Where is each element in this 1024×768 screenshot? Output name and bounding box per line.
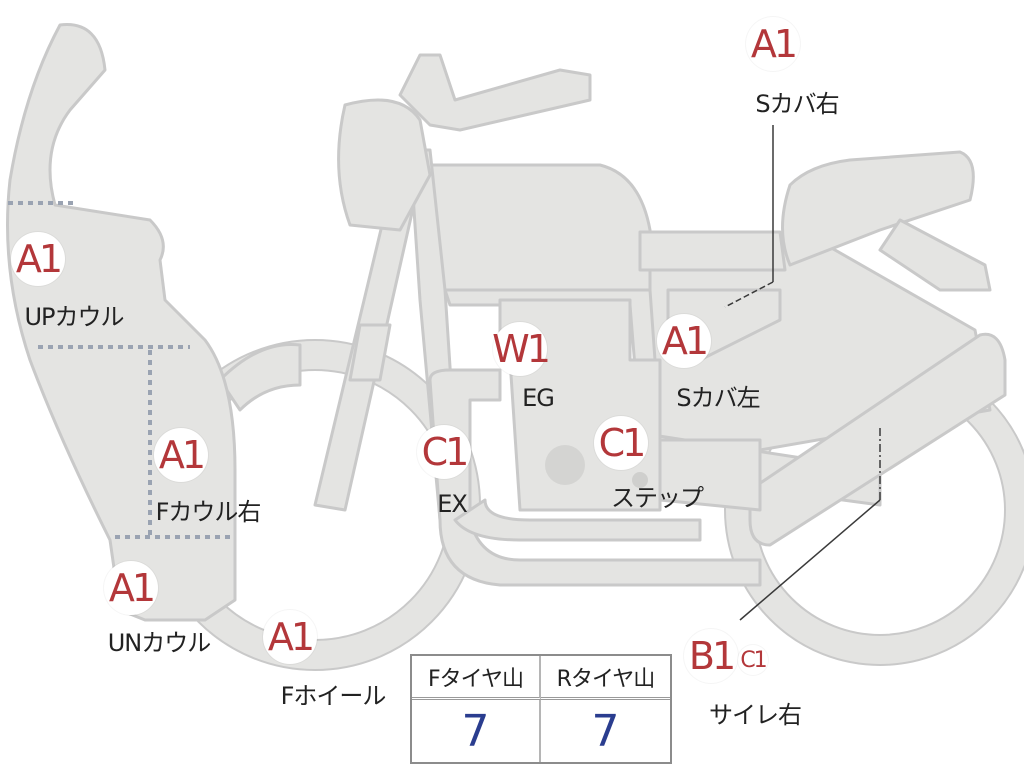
grade-step: C1 — [594, 416, 648, 470]
label-engine: EG — [522, 384, 555, 412]
label-step: ステップ — [611, 484, 704, 512]
label-silencer-right: サイレ右 — [709, 701, 802, 729]
seat — [781, 150, 975, 267]
grade-s-cover-right: A1 — [746, 17, 800, 71]
front-tire-header: Fタイヤ山 — [412, 656, 541, 700]
tire-tread-table: Fタイヤ山 Rタイヤ山 7 7 — [410, 654, 672, 764]
label-s-cover-right: Sカバ右 — [755, 90, 839, 118]
grade-f-cowl-right: A1 — [154, 428, 208, 482]
rear-tire-value: 7 — [591, 705, 620, 757]
grade-f-wheel: A1 — [263, 610, 317, 664]
front-tire-value: 7 — [412, 700, 541, 762]
handlebar — [398, 53, 592, 132]
grade-silencer-right: B1 — [684, 629, 738, 683]
label-f-wheel: Fホイール — [280, 682, 387, 710]
label-f-cowl-right: Fカウル右 — [155, 498, 262, 526]
headlight — [337, 98, 432, 232]
fuel-tank — [428, 163, 652, 292]
grade2-silencer-right: C1 — [738, 645, 768, 675]
label-up-cowl: UPカウル — [24, 303, 124, 331]
grade-engine: W1 — [492, 322, 551, 376]
label-s-cover-left: Sカバ左 — [676, 384, 760, 412]
grade-s-cover-left: A1 — [657, 314, 711, 368]
label-un-cowl: UNカウル — [107, 629, 212, 657]
label-exhaust: EX — [437, 490, 468, 518]
grade-up-cowl: A1 — [11, 232, 65, 286]
rear-tire-header: Rタイヤ山 — [541, 656, 670, 700]
silencer — [748, 332, 1007, 547]
exhaust-pipe — [428, 368, 762, 587]
grade-un-cowl: A1 — [104, 561, 158, 615]
grade-exhaust: C1 — [417, 425, 471, 479]
